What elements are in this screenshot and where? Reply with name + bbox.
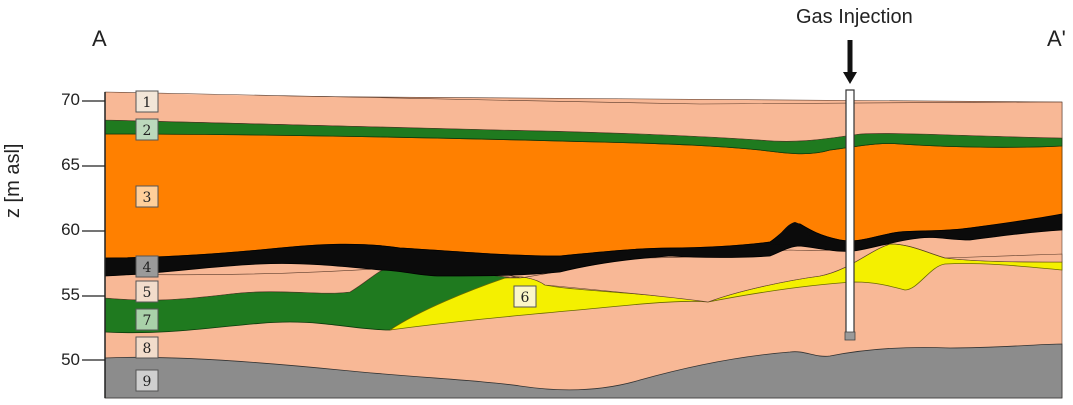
layer-label-1: 1: [136, 91, 158, 112]
layer-number: 5: [143, 285, 152, 301]
layer-label-9: 9: [136, 370, 158, 391]
layer-label-2: 2: [136, 119, 158, 140]
layer-number: 8: [143, 341, 152, 357]
layer-label-7: 7: [136, 309, 158, 330]
layer-number: 1: [143, 95, 152, 111]
layer-number: 9: [143, 374, 152, 390]
injection-well: [846, 90, 854, 338]
layer-label-5: 5: [136, 281, 158, 302]
layer-number: 4: [143, 260, 152, 276]
layer-label-6: 6: [514, 286, 536, 307]
layer-label-8: 8: [136, 337, 158, 358]
layer-number: 6: [521, 290, 530, 306]
injection-well-screen: [845, 332, 855, 340]
layer-label-3: 3: [136, 186, 158, 207]
layer-label-4: 4: [136, 256, 158, 277]
layer-number: 2: [143, 123, 152, 139]
injection-arrow-head: [843, 72, 857, 84]
layer-number: 3: [143, 190, 152, 206]
layer-number: 7: [143, 313, 152, 329]
